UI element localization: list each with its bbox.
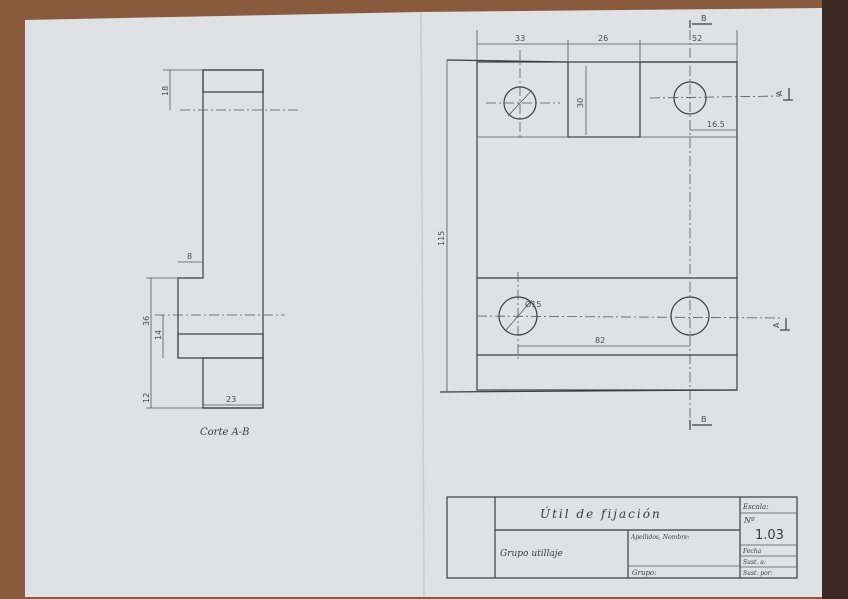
number-label: Nº: [743, 516, 755, 525]
replaces-label: Sust. a:: [743, 559, 766, 566]
dim-total-height: 115: [437, 231, 446, 246]
paper-fold: [420, 11, 425, 598]
section-marker-a: A A: [772, 88, 793, 331]
table-edge: [822, 0, 848, 599]
group-label: Grupo:: [632, 569, 657, 577]
dim-hole-dia: Ø15: [525, 299, 541, 309]
dim-right: 52: [692, 34, 702, 43]
group-name: Grupo utillaje: [500, 549, 563, 559]
dim-left: 33: [515, 34, 525, 43]
dim-notch-depth: 30: [576, 98, 585, 108]
dim-width: 23: [226, 395, 236, 404]
svg-text:A: A: [772, 322, 781, 328]
svg-text:B: B: [701, 14, 707, 23]
svg-text:B: B: [701, 415, 707, 424]
dim-step-width: 8: [187, 252, 192, 261]
svg-text:A: A: [775, 90, 784, 96]
drawing-title: Útil de fijación: [540, 505, 662, 521]
dim-hole-offset: 14: [154, 330, 163, 340]
scale-label: Escala:: [742, 503, 769, 511]
dim-top-height: 18: [161, 86, 170, 96]
dim-hole-spacing: 82: [595, 336, 605, 345]
drawing-number: 1.03: [755, 528, 784, 543]
dim-bottom-height: 12: [142, 393, 151, 403]
section-marker-b: B B: [689, 14, 712, 430]
front-view: Ø15 33 26 52 30 16.5 115 82 A A B: [437, 14, 793, 430]
name-label: Apellidos, Nombre:: [630, 534, 690, 541]
section-caption: Corte A-B: [200, 427, 250, 438]
section-view: 18 8 36 14 12 23 Corte A-B: [142, 69, 300, 438]
dim-lower-height: 36: [142, 316, 151, 326]
date-label: Fecha: [742, 548, 762, 555]
dim-middle: 26: [598, 34, 608, 43]
dim-hole-edge: 16.5: [707, 120, 725, 129]
paper-sheet: [25, 8, 822, 597]
title-block: Útil de fijación Grupo utillaje Apellido…: [446, 496, 798, 579]
replaced-by-label: Sust. por:: [743, 570, 773, 577]
